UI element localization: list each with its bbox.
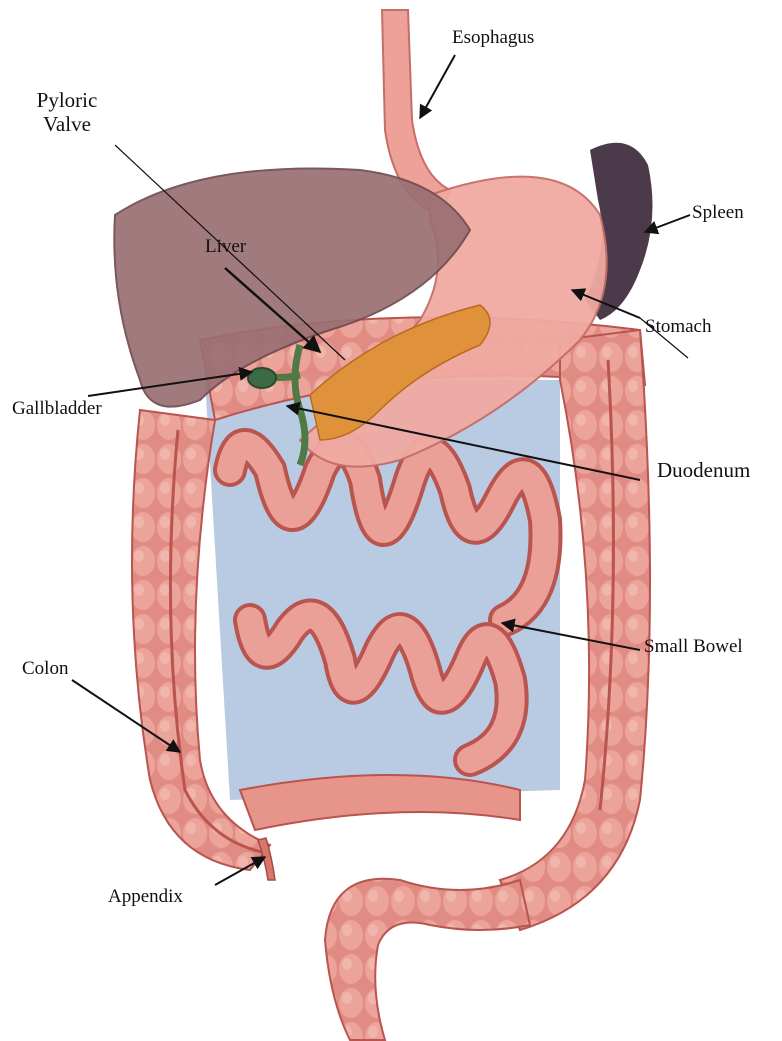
- label-pyloric-valve: Pyloric Valve: [22, 88, 112, 136]
- label-esophagus: Esophagus: [452, 27, 534, 49]
- label-small-bowel: Small Bowel: [644, 636, 743, 658]
- label-appendix: Appendix: [108, 886, 183, 908]
- label-colon: Colon: [22, 658, 68, 680]
- label-pyloric-valve-line1: Pyloric: [22, 88, 112, 112]
- label-pyloric-valve-line2: Valve: [22, 112, 112, 136]
- label-liver: Liver: [205, 236, 246, 258]
- label-gallbladder: Gallbladder: [12, 398, 102, 420]
- label-spleen: Spleen: [692, 202, 744, 224]
- sigmoid-colon: [325, 879, 530, 1040]
- label-stomach: Stomach: [645, 316, 712, 338]
- label-duodenum: Duodenum: [657, 458, 750, 482]
- gallbladder-organ: [248, 368, 276, 388]
